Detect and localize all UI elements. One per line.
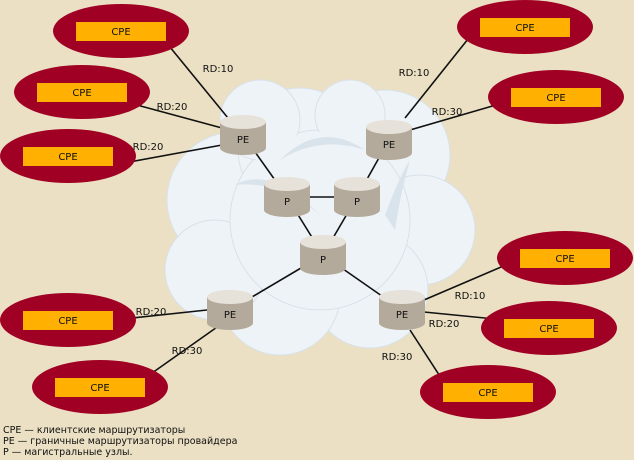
legend: CPE — клиентские маршрутизаторы PE — гра… bbox=[3, 425, 237, 458]
cpe-router: CPE bbox=[0, 129, 136, 183]
pe-router-label: PE bbox=[224, 310, 236, 321]
cpe-link bbox=[164, 40, 229, 119]
cpe-router: CPE bbox=[481, 301, 617, 355]
cpe-label: CPE bbox=[58, 152, 77, 163]
cpe-label: CPE bbox=[515, 23, 534, 34]
legend-cpe: CPE — клиентские маршрутизаторы bbox=[3, 425, 186, 436]
cpe-link bbox=[144, 324, 221, 379]
cpe-router: CPE bbox=[488, 70, 624, 124]
cpe-label: CPE bbox=[72, 88, 91, 99]
cpe-router: CPE bbox=[53, 4, 189, 58]
pe-router: PE bbox=[207, 290, 253, 330]
cpe-router: CPE bbox=[497, 231, 633, 285]
rd-label: RD:30 bbox=[432, 107, 463, 118]
p-router-label: P bbox=[284, 197, 290, 208]
rd-label: RD:20 bbox=[136, 307, 167, 318]
p-router: P bbox=[334, 177, 380, 217]
pe-router-label: PE bbox=[396, 310, 408, 321]
pe-router-label: PE bbox=[237, 135, 249, 146]
p-router: P bbox=[264, 177, 310, 217]
cpe-label: CPE bbox=[58, 316, 77, 327]
pe-router: PE bbox=[220, 115, 266, 155]
pe-router: PE bbox=[379, 290, 425, 330]
p-router-label: P bbox=[320, 255, 326, 266]
cpe-label: CPE bbox=[539, 324, 558, 335]
cpe-router: CPE bbox=[457, 0, 593, 54]
pe-router: PE bbox=[366, 120, 412, 160]
p-router: P bbox=[300, 235, 346, 275]
legend-pe: PE — граничные маршрутизаторы провайдера bbox=[3, 436, 238, 447]
pe-router-label: PE bbox=[383, 140, 395, 151]
rd-label: RD:20 bbox=[133, 142, 164, 153]
cpe-label: CPE bbox=[111, 27, 130, 38]
cpe-label: CPE bbox=[478, 388, 497, 399]
cpe-link bbox=[125, 101, 223, 129]
rd-label: RD:20 bbox=[157, 102, 188, 113]
cpe-router: CPE bbox=[32, 360, 168, 414]
legend-p: P — магистральные узлы. bbox=[3, 447, 133, 458]
rd-label: RD:10 bbox=[455, 291, 486, 302]
cpe-router: CPE bbox=[0, 293, 136, 347]
rd-label: RD:30 bbox=[382, 352, 413, 363]
cpe-label: CPE bbox=[555, 254, 574, 265]
rd-label: RD:20 bbox=[429, 319, 460, 330]
p-router-label: P bbox=[354, 197, 360, 208]
cpe-label: CPE bbox=[546, 93, 565, 104]
rd-label: RD:30 bbox=[172, 346, 203, 357]
rd-label: RD:10 bbox=[399, 68, 430, 79]
cpe-label: CPE bbox=[90, 383, 109, 394]
cpe-router: CPE bbox=[420, 365, 556, 419]
cpe-router: CPE bbox=[14, 65, 150, 119]
rd-label: RD:10 bbox=[203, 64, 234, 75]
